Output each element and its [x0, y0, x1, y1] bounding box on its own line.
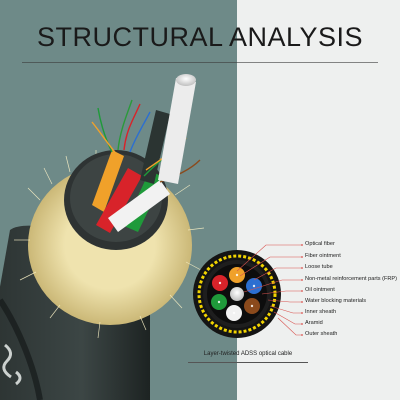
title-underline — [22, 62, 378, 63]
loose-tube-dark — [140, 110, 170, 184]
central-frp-rod — [158, 74, 196, 184]
diagram-caption: Layer-twisted ADSS optical cable — [203, 351, 293, 357]
loose-tubes-group — [92, 110, 170, 233]
label-water-blocking: Water blocking materials — [305, 298, 367, 304]
loose-tube-orange — [92, 150, 124, 212]
background-right-panel — [237, 0, 400, 400]
caption-underline — [188, 348, 308, 363]
loose-tube-white — [108, 180, 170, 232]
label-aramid: Aramid — [305, 320, 323, 326]
page-title: STRUCTURAL ANALYSIS — [36, 22, 364, 52]
label-frp: Non-metal reinforcement parts (FRP) — [305, 276, 398, 282]
leader-lines — [236, 244, 302, 336]
label-inner-sheath: Inner sheath — [305, 309, 337, 315]
label-fiber-ointment: Fiber ointment — [305, 253, 341, 259]
cross-section-frp — [230, 287, 244, 301]
label-outer-sheath: Outer sheath — [305, 331, 338, 337]
label-optical-fiber: Optical fiber — [305, 241, 335, 247]
loose-tube-red — [96, 168, 142, 233]
cross-section-diagram — [193, 250, 281, 338]
label-oil-ointment: Oil ointment — [305, 287, 335, 293]
label-loose-tube: Loose tube — [305, 264, 333, 270]
leader-line-endpoints — [301, 244, 303, 336]
